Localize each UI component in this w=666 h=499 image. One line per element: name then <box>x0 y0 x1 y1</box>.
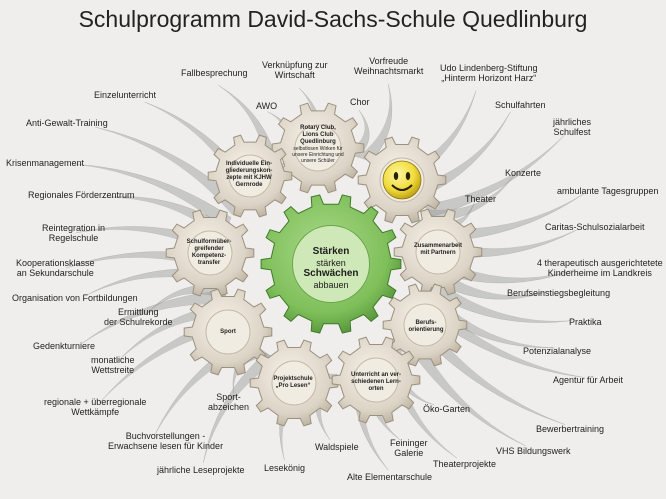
label-einzelunterricht: Einzelunterricht <box>94 90 157 100</box>
gear-rotary-text: Rotary Club, Lions Club Quedlinburg selb… <box>292 125 344 164</box>
label-theaterprojekte: Theaterprojekte <box>433 459 497 469</box>
label-sportabzeichen: Sport- abzeichen <box>208 392 250 412</box>
gear-schulform-text: Schulformüber- greifender Kompetenz- tra… <box>186 239 232 266</box>
label-feininger-galerie: Feininger Galerie <box>390 438 428 458</box>
schulform-gear <box>165 209 255 297</box>
smiley-face-icon <box>382 160 422 200</box>
label-krisenmanagement: Krisenmanagement <box>6 158 85 168</box>
gear-beruf-text: Berufs- orientierung <box>408 320 444 333</box>
center-line-1: Stärken <box>312 246 350 257</box>
label-leseprojekte: jährliche Leseprojekte <box>157 465 245 475</box>
diagram-title: Schulprogramm David-Sachs-Schule Quedlin… <box>78 6 588 32</box>
connector-fan <box>436 281 573 323</box>
label-chor: Chor <box>350 97 370 107</box>
label-potenzialanalyse: Potenzialanalyse <box>523 346 592 356</box>
label-fallbesprechung: Fallbesprechung <box>181 68 248 78</box>
label-oeko-garten: Öko-Garten <box>423 404 471 414</box>
zusammen-gear <box>393 208 483 296</box>
label-konzerte: Konzerte <box>505 168 542 178</box>
gear-unterricht-text: Unterricht an ver- schiedenen Lern- orte… <box>350 372 401 392</box>
label-udo-lindenberg: Udo Lindenberg-Stiftung „Hinterm Horizon… <box>440 63 538 83</box>
gear-individuelle-text: Individuelle Ein- gliederungskon- zepte … <box>225 161 273 188</box>
connector-fan <box>428 302 585 378</box>
label-theater: Theater <box>465 194 497 204</box>
label-anti-gewalt: Anti-Gewalt-Training <box>26 118 108 128</box>
label-wettkaempfe: regionale + überregionale Wettkämpfe <box>44 397 147 417</box>
label-kinderheime: 4 therapeutisch ausgerichtetete Kinderhe… <box>537 258 663 278</box>
label-wettstreite: monatliche Wettstreite <box>91 355 135 375</box>
label-buchvorstellungen: Buchvorstellungen - Erwachsene lesen für… <box>108 431 224 451</box>
label-lesekoenig: Lesekönig <box>264 463 306 473</box>
label-vorfreude-weihnachtsmarkt: Vorfreude Weihnachtsmarkt <box>354 56 424 76</box>
label-tagesgruppen: ambulante Tagesgruppen <box>557 186 659 196</box>
label-caritas: Caritas-Schulsozialarbeit <box>545 222 645 232</box>
label-schulrekorde: Ermittlung der Schulrekorde <box>104 307 173 327</box>
gear-sport-text: Sport <box>220 329 236 335</box>
center-gear <box>260 194 402 334</box>
rotary-gear <box>271 102 365 194</box>
connector-fan <box>80 290 229 345</box>
label-vhs: VHS Bildungswerk <box>496 446 571 456</box>
center-line-3: Schwächen <box>303 268 359 279</box>
center-gear-text: Stärken stärken Schwächen abbauen <box>286 246 376 290</box>
label-reintegration: Reintegration in Regelschule <box>42 223 106 243</box>
individuelle-gear <box>207 134 293 218</box>
smiley-gear <box>357 136 447 224</box>
sport-gear <box>183 288 273 376</box>
connector-fan <box>439 270 550 300</box>
label-alte-elementarschule: Alte Elementarschule <box>347 472 433 482</box>
center-line-4: abbauen <box>313 280 349 290</box>
label-schulfahrten: Schulfahrten <box>495 100 546 110</box>
label-awo: AWO <box>256 101 278 111</box>
connector-fan <box>357 83 393 162</box>
label-agentur-arbeit: Agentur für Arbeit <box>553 375 624 385</box>
label-verknuepfung-wirtschaft: Verknüpfung zur Wirtschaft <box>262 60 328 80</box>
label-bewerbertraining: Bewerbertraining <box>536 424 605 434</box>
beruf-gear <box>382 283 468 367</box>
connector-fan <box>423 134 565 218</box>
label-berufseinstieg: Berufseinstiegsbegleitung <box>507 288 611 298</box>
label-waldspiele: Waldspiele <box>315 442 359 452</box>
projekt-gear <box>249 339 339 427</box>
label-praktika: Praktika <box>569 317 602 327</box>
label-foerderzentrum: Regionales Förderzentrum <box>28 190 135 200</box>
unterricht-gear <box>331 336 421 424</box>
label-fortbildungen: Organisation von Fortbildungen <box>12 293 138 303</box>
label-schulfest: jährliches Schulfest <box>553 117 592 137</box>
center-line-2: stärken <box>316 258 346 268</box>
connector-fan <box>75 163 232 231</box>
label-gedenkturniere: Gedenkturniere <box>33 341 96 351</box>
label-kooperationsklasse: Kooperationsklasse an Sekundarschule <box>16 258 95 278</box>
gear-zusammenarbeit-text: Zusammenarbeit mit Partnern <box>413 243 462 256</box>
gear-projektschule-text: Projektschule „Pro Lesen“ <box>273 376 313 389</box>
